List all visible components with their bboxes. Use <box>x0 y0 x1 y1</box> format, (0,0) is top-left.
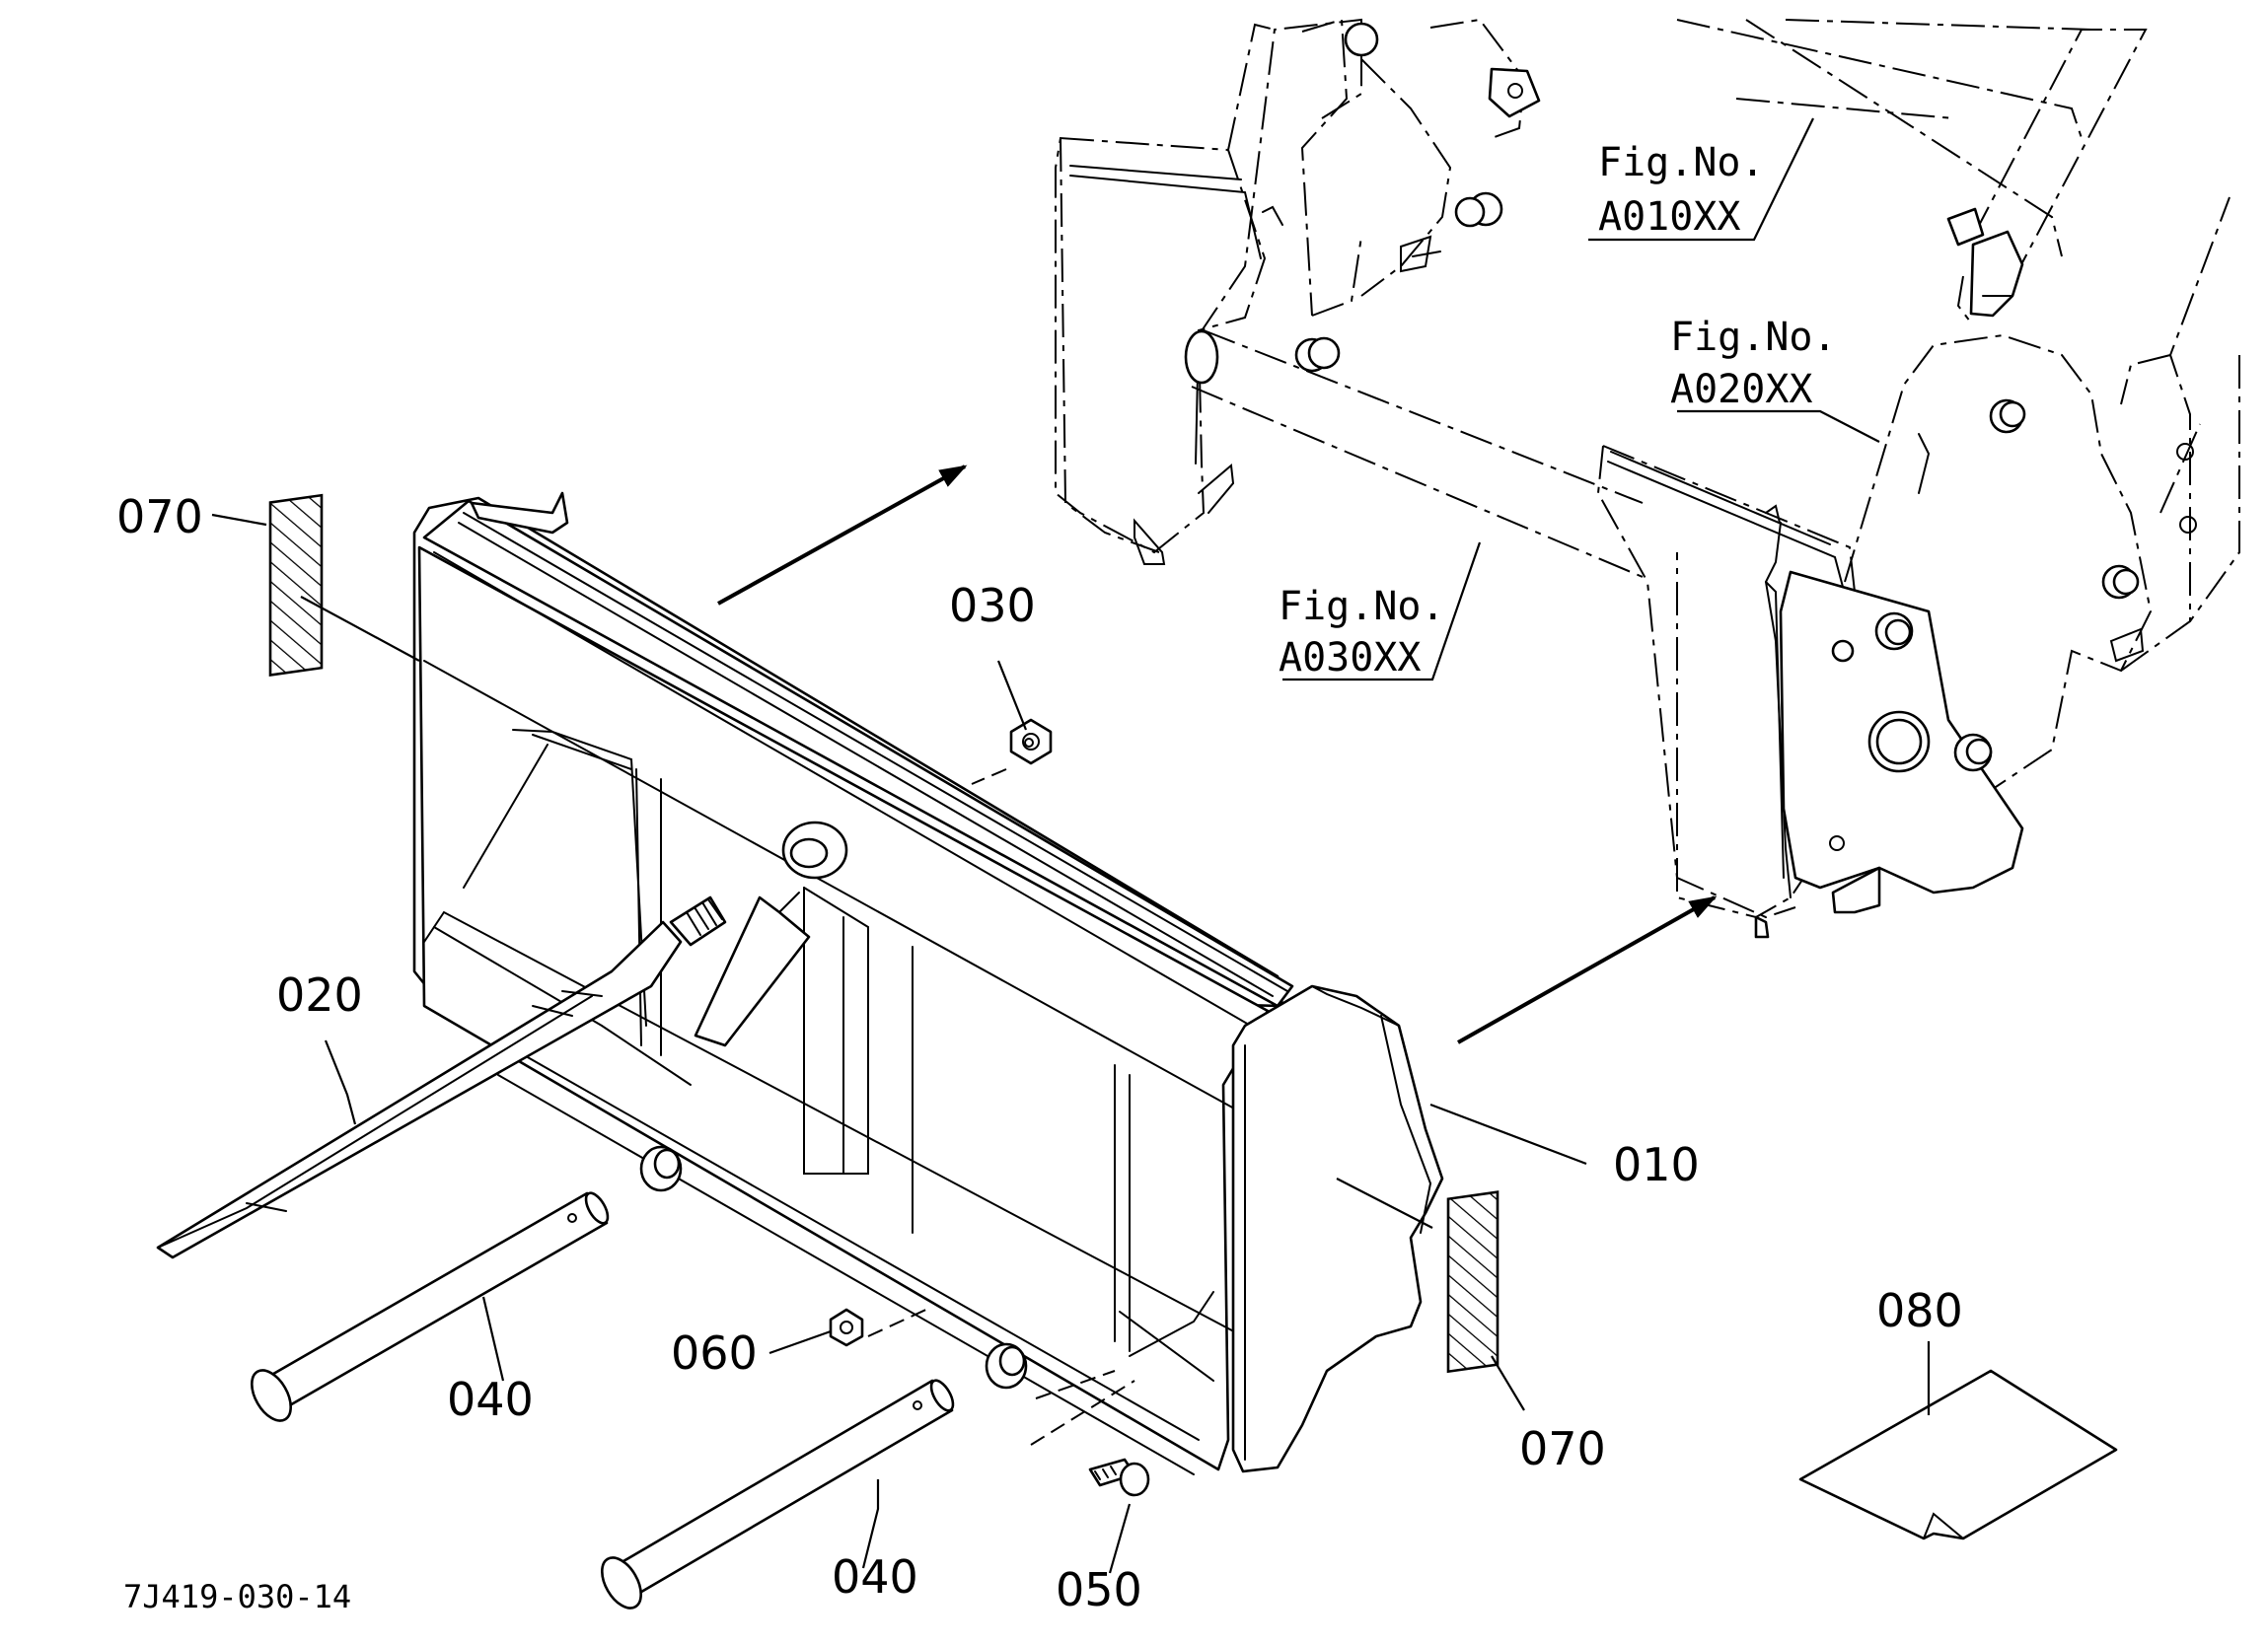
stabilizer-spear-right <box>601 1379 955 1610</box>
fig-ref-a030-label: Fig.No. <box>1279 584 1445 629</box>
figure-references: Fig.No. A010XX Fig.No. A020XX Fig.No. A0… <box>1279 140 1837 680</box>
leader-lines <box>211 117 1931 1574</box>
fig-ref-a030-code: A030XX <box>1279 635 1422 680</box>
bushing-right <box>985 1342 1028 1390</box>
callout-030: 030 <box>949 579 1036 632</box>
fig-ref-a020-label: Fig.No. <box>1670 315 1837 360</box>
fig-ref-a010-code: A010XX <box>1598 194 1741 240</box>
arrow-lower <box>1457 895 1718 1044</box>
main-spear <box>156 895 727 1259</box>
callout-040-right: 040 <box>832 1550 918 1604</box>
arrow-upper <box>717 465 968 606</box>
fig-ref-a020-code: A020XX <box>1670 367 1813 412</box>
decal-070-right <box>1446 1190 1500 1374</box>
callout-040-left: 040 <box>447 1373 534 1426</box>
fig-ref-a010-label: Fig.No. <box>1598 140 1765 185</box>
bolt-050 <box>1088 1458 1150 1497</box>
stabilizer-spear-left <box>251 1191 610 1422</box>
decal-070-left <box>268 493 324 677</box>
bushing-left <box>639 1145 683 1192</box>
callout-070-left: 070 <box>116 490 203 543</box>
instruction-sheet-080 <box>1798 1369 2118 1540</box>
callout-020: 020 <box>276 968 363 1022</box>
bale-spear-frame <box>412 491 1444 1475</box>
loader-arms-reference <box>1055 18 2240 939</box>
diagram-code: 7J419-030-14 <box>123 1578 351 1615</box>
nut-030 <box>1009 718 1053 765</box>
callout-070-right: 070 <box>1519 1422 1606 1475</box>
callout-080: 080 <box>1876 1284 1963 1337</box>
callout-060: 060 <box>671 1326 758 1380</box>
nut-060 <box>829 1308 864 1347</box>
callout-050: 050 <box>1056 1563 1142 1616</box>
callout-010: 010 <box>1613 1138 1700 1191</box>
callout-labels: 070 030 020 010 060 040 070 080 040 050 <box>116 490 1963 1616</box>
